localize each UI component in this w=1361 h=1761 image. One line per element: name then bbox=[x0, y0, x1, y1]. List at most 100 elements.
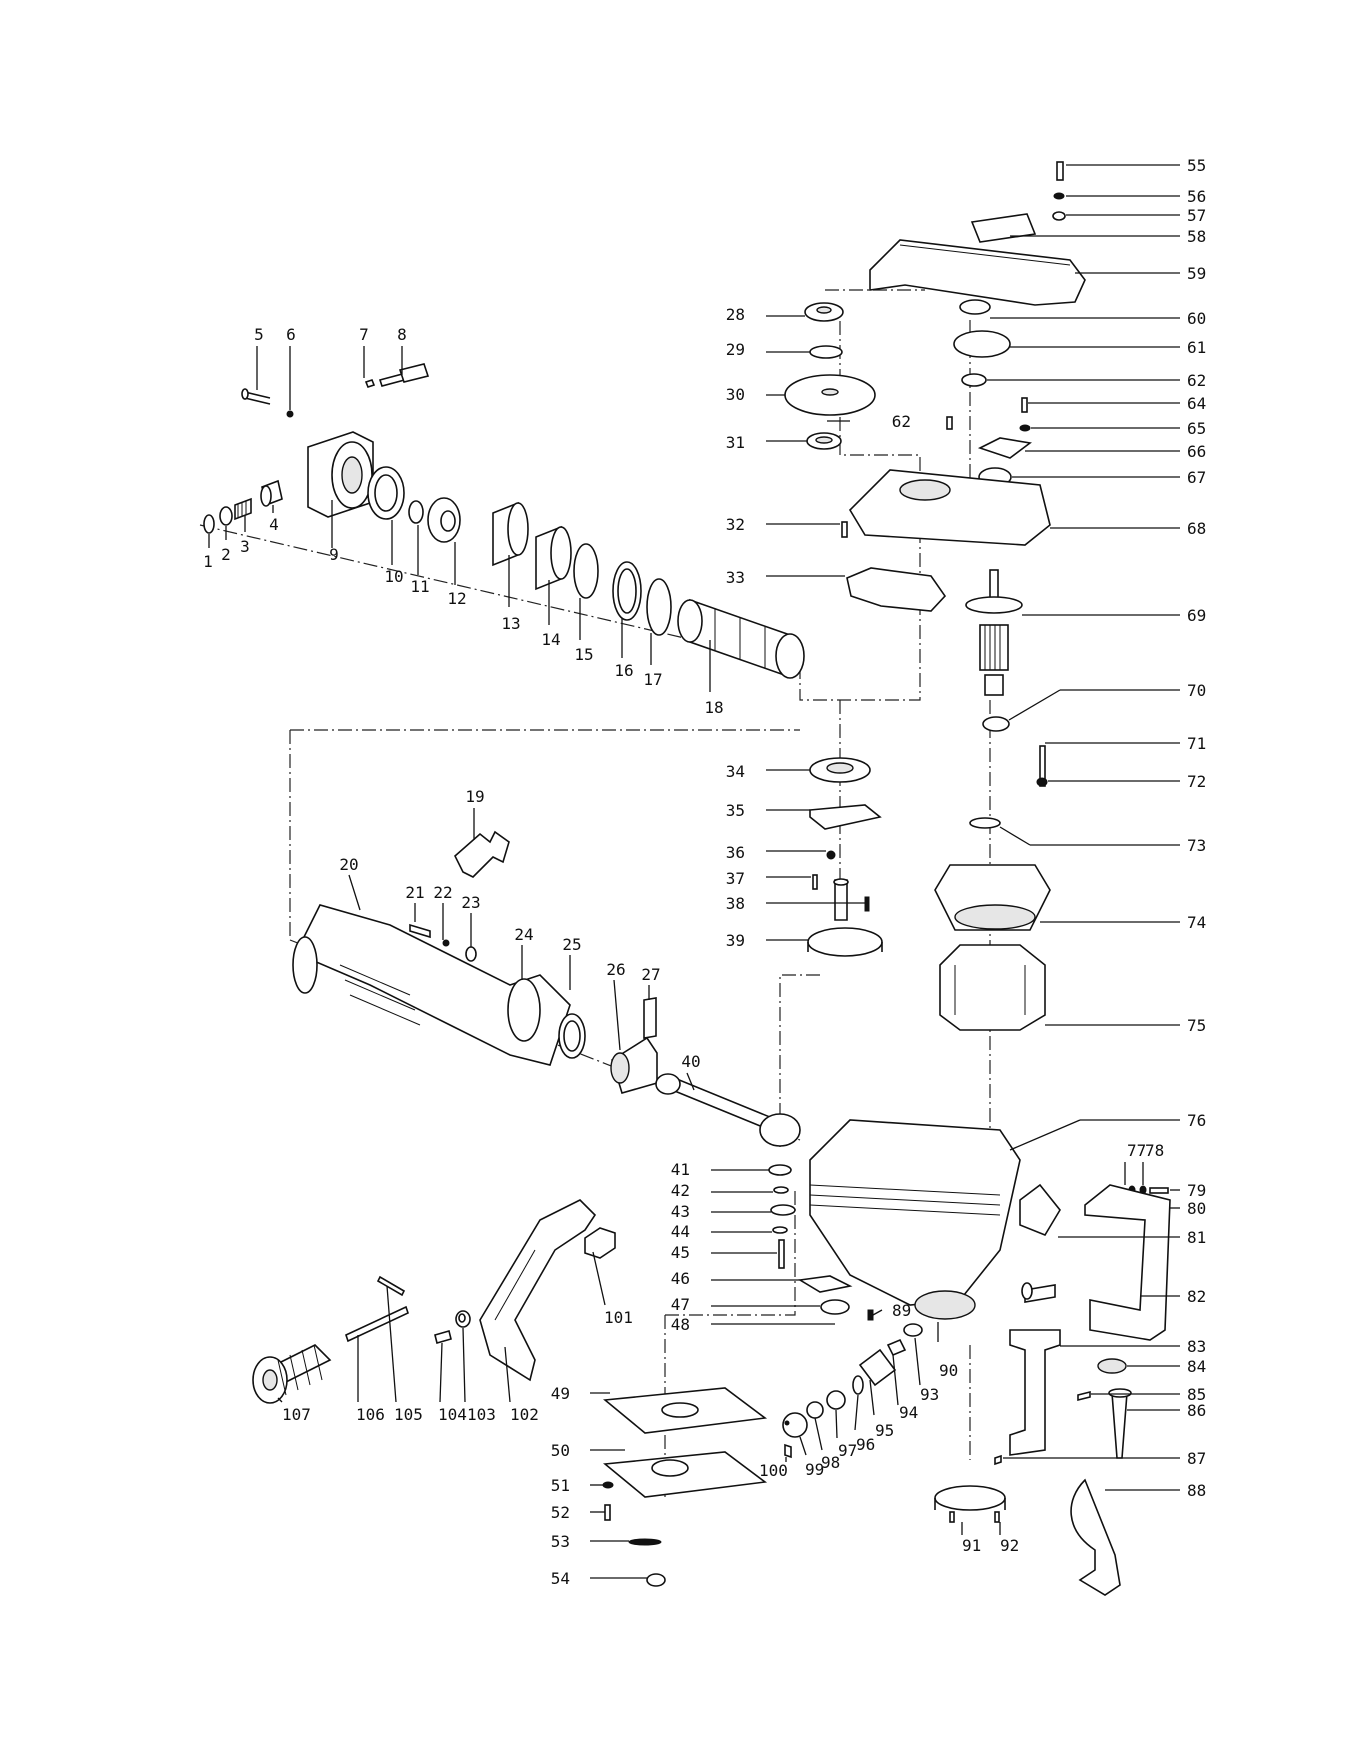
part-label: 86 bbox=[1187, 1401, 1206, 1420]
part-label: 70 bbox=[1187, 681, 1206, 700]
part-label: 71 bbox=[1187, 734, 1206, 753]
part-label: 23 bbox=[461, 893, 480, 912]
part-label: 52 bbox=[551, 1503, 570, 1522]
part-label: 6 bbox=[286, 325, 296, 344]
part-label: 88 bbox=[1187, 1481, 1206, 1500]
part-label: 79 bbox=[1187, 1181, 1206, 1200]
part-label: 20 bbox=[339, 855, 358, 874]
part-label: 73 bbox=[1187, 836, 1206, 855]
part-label: 37 bbox=[726, 869, 745, 888]
part-label: 57 bbox=[1187, 206, 1206, 225]
part-label: 49 bbox=[551, 1384, 570, 1403]
part-label: 72 bbox=[1187, 772, 1206, 791]
part-label: 82 bbox=[1187, 1287, 1206, 1306]
part-label: 43 bbox=[671, 1202, 690, 1221]
part-label: 14 bbox=[541, 630, 560, 649]
part-label: 55 bbox=[1187, 156, 1206, 175]
part-label: 50 bbox=[551, 1441, 570, 1460]
part-label: 1 bbox=[203, 552, 213, 571]
part-label: 90 bbox=[939, 1361, 958, 1380]
part-label: 54 bbox=[551, 1569, 570, 1588]
leader-lines bbox=[208, 164, 1180, 1579]
part-label: 97 bbox=[838, 1441, 857, 1460]
part-label: 85 bbox=[1187, 1385, 1206, 1404]
part-label: 78 bbox=[1145, 1141, 1164, 1160]
part-label: 9 bbox=[329, 545, 339, 564]
part-label: 15 bbox=[574, 645, 593, 664]
part-label: 100 bbox=[759, 1461, 788, 1480]
part-label: 106 bbox=[356, 1405, 385, 1424]
part-label: 17 bbox=[643, 670, 662, 689]
part-label: 21 bbox=[405, 883, 424, 902]
part-label: 44 bbox=[671, 1222, 690, 1241]
part-label: 45 bbox=[671, 1243, 690, 1262]
part-label: 62 bbox=[1187, 371, 1206, 390]
part-label: 28 bbox=[726, 305, 745, 324]
part-label: 58 bbox=[1187, 227, 1206, 246]
part-label: 16 bbox=[614, 661, 633, 680]
part-label: 4 bbox=[269, 515, 279, 534]
part-label: 7 bbox=[359, 325, 369, 344]
part-label: 84 bbox=[1187, 1357, 1206, 1376]
part-label: 89 bbox=[892, 1301, 911, 1320]
part-label: 96 bbox=[856, 1435, 875, 1454]
part-label: 77 bbox=[1127, 1141, 1146, 1160]
part-label: 76 bbox=[1187, 1111, 1206, 1130]
part-label: 66 bbox=[1187, 442, 1206, 461]
part-label: 91 bbox=[962, 1536, 981, 1555]
part-label: 33 bbox=[726, 568, 745, 587]
part-label: 32 bbox=[726, 515, 745, 534]
part-label: 56 bbox=[1187, 187, 1206, 206]
barrel-assembly-parts bbox=[292, 830, 801, 1147]
part-label: 48 bbox=[671, 1315, 690, 1334]
part-label: 69 bbox=[1187, 606, 1206, 625]
part-label: 46 bbox=[671, 1269, 690, 1288]
part-label: 60 bbox=[1187, 309, 1206, 328]
part-label: 22 bbox=[433, 883, 452, 902]
part-label: 68 bbox=[1187, 519, 1206, 538]
part-label: 53 bbox=[551, 1532, 570, 1551]
part-label: 38 bbox=[726, 894, 745, 913]
part-label: 75 bbox=[1187, 1016, 1206, 1035]
part-label: 83 bbox=[1187, 1337, 1206, 1356]
part-label: 93 bbox=[920, 1385, 939, 1404]
part-label: 10 bbox=[384, 567, 403, 586]
part-label: 27 bbox=[641, 965, 660, 984]
part-label: 80 bbox=[1187, 1199, 1206, 1218]
part-label: 47 bbox=[671, 1295, 690, 1314]
part-label: 36 bbox=[726, 843, 745, 862]
part-label: 2 bbox=[221, 545, 231, 564]
part-label: 107 bbox=[282, 1405, 311, 1424]
central-column-parts bbox=[602, 302, 947, 1587]
part-label: 99 bbox=[805, 1460, 824, 1479]
side-handle-parts bbox=[252, 1199, 616, 1404]
part-label: 105 bbox=[394, 1405, 423, 1424]
part-label: 59 bbox=[1187, 264, 1206, 283]
part-label: 41 bbox=[671, 1160, 690, 1179]
part-label: 98 bbox=[821, 1453, 840, 1472]
part-label: 26 bbox=[606, 960, 625, 979]
part-label: 103 bbox=[467, 1405, 496, 1424]
part-label: 104 bbox=[438, 1405, 467, 1424]
part-label: 12 bbox=[447, 589, 466, 608]
part-label: 62 bbox=[892, 412, 911, 431]
part-label: 101 bbox=[604, 1308, 633, 1327]
part-label: 34 bbox=[726, 762, 745, 781]
part-label: 94 bbox=[899, 1403, 918, 1422]
part-label: 25 bbox=[562, 935, 581, 954]
part-label: 102 bbox=[510, 1405, 539, 1424]
part-label: 87 bbox=[1187, 1449, 1206, 1468]
part-label: 24 bbox=[514, 925, 533, 944]
part-label: 64 bbox=[1187, 394, 1206, 413]
right-column-parts bbox=[848, 161, 1086, 1031]
part-label: 95 bbox=[875, 1421, 894, 1440]
part-label: 65 bbox=[1187, 419, 1206, 438]
part-label: 42 bbox=[671, 1181, 690, 1200]
part-label: 3 bbox=[240, 537, 250, 556]
part-label: 29 bbox=[726, 340, 745, 359]
part-label: 18 bbox=[704, 698, 723, 717]
part-label: 40 bbox=[681, 1052, 700, 1071]
